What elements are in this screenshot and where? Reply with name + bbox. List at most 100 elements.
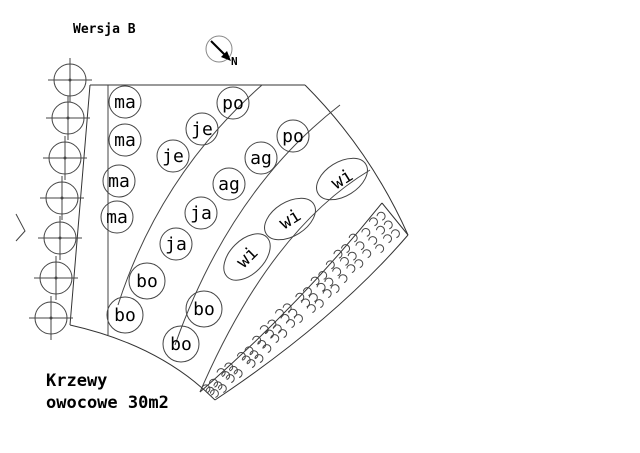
hedge-squiggle: [362, 249, 372, 259]
hedge-squiggle: [225, 374, 235, 383]
plant-label: ma: [108, 171, 130, 192]
hedge-squiggle: [324, 277, 334, 287]
plant-ma-2: ma: [108, 123, 142, 157]
plant-label: ja: [190, 203, 212, 224]
hedge-cluster: [201, 211, 400, 398]
hedge-squiggle: [338, 274, 348, 284]
plan-title: Wersja B: [73, 22, 136, 37]
hedge-squiggle: [236, 351, 246, 361]
hedge-squiggle: [244, 346, 254, 356]
hedge-squiggle: [272, 324, 282, 334]
plant-je-2: je: [156, 139, 190, 173]
hedge-squiggle: [246, 359, 256, 368]
plant-label: wi: [328, 165, 358, 194]
hedge-squiggle: [208, 378, 218, 388]
plant-label: ag: [250, 148, 272, 169]
north-label: N: [231, 55, 238, 68]
tree-symbol: [40, 176, 84, 220]
hedge-squiggle: [333, 249, 343, 259]
hedge-squiggle: [348, 233, 358, 243]
plant-label: ag: [218, 174, 240, 195]
caption-line-1: Krzewy: [46, 371, 108, 391]
hedge-squiggle: [375, 225, 385, 235]
plan-caption: Krzewy owocowe 30m2: [46, 370, 169, 414]
left-edge-marker: [15, 213, 26, 242]
north-arrow: [205, 35, 233, 63]
plant-wi-3: wi: [223, 233, 271, 281]
tree-symbol: [34, 256, 78, 300]
plant-po-2: po: [276, 119, 310, 153]
hedge-squiggle: [213, 381, 223, 391]
hedge-squiggle: [270, 334, 280, 343]
caption-line-2: owocowe 30m2: [46, 393, 169, 413]
hedge-squiggle: [278, 329, 288, 338]
hedge-squiggle: [267, 319, 277, 329]
hedge-squiggle: [254, 354, 264, 363]
hedge-squiggle: [322, 289, 332, 299]
hedge-squiggle: [228, 365, 238, 375]
plant-bo-2: bo: [106, 296, 144, 334]
hedge-squiggle: [275, 308, 284, 318]
plant-ag-1: ag: [244, 141, 278, 175]
plant-label: ja: [165, 234, 187, 255]
plant-label: bo: [114, 305, 136, 326]
hedge-squiggle: [341, 244, 351, 254]
plant-ag-2: ag: [212, 167, 246, 201]
plant-label: ma: [114, 130, 136, 151]
plant-ja-2: ja: [159, 227, 193, 261]
plant-bo-1: bo: [128, 262, 166, 300]
hedge-squiggle: [286, 319, 296, 329]
tree-column: [29, 58, 92, 340]
hedge-squiggle: [205, 386, 215, 396]
plant-label: ma: [114, 92, 136, 113]
tree-symbol: [29, 296, 73, 340]
plant-wi-1: wi: [316, 157, 368, 201]
plant-label: wi: [232, 242, 262, 272]
plant-ma-4: ma: [100, 200, 134, 234]
plant-po-1: po: [216, 86, 250, 120]
hedge-squiggle: [330, 284, 340, 294]
plant-bo-4: bo: [162, 325, 200, 363]
plant-label: bo: [136, 271, 158, 292]
hedge-squiggle: [259, 325, 269, 335]
hedge-squiggle: [361, 227, 371, 237]
hedge-squiggle: [217, 384, 227, 393]
plant-label: bo: [193, 299, 215, 320]
hedge-squiggle: [265, 329, 274, 339]
hedge-squiggle: [368, 236, 378, 245]
plant-label: wi: [276, 205, 306, 234]
hedge-squiggle: [376, 211, 386, 221]
tree-symbol: [43, 136, 87, 180]
hedge-squiggle: [201, 384, 211, 394]
hedge-squiggle: [306, 304, 316, 314]
tree-symbol: [46, 96, 90, 140]
hedge-squiggle: [257, 339, 267, 349]
hedge-squiggle: [383, 220, 393, 230]
plant-label: po: [222, 93, 244, 114]
plant-ma-1: ma: [108, 85, 142, 119]
plant-label: je: [162, 146, 184, 167]
hedge-squiggle: [316, 282, 326, 292]
hedge-squiggle: [355, 241, 365, 251]
plant-label: bo: [170, 334, 192, 355]
hedge-squiggle: [310, 276, 320, 286]
tree-symbol: [48, 58, 92, 102]
hedge-squiggle: [314, 299, 324, 309]
hedge-squiggle: [280, 314, 290, 323]
hedge-squiggle: [325, 260, 335, 270]
hedge-squiggle: [375, 244, 385, 254]
hedge-squiggle: [241, 355, 251, 365]
hedge-squiggle: [209, 389, 219, 398]
hedge-squiggle: [249, 350, 259, 360]
plant-label: po: [282, 126, 304, 147]
plant-je-1: je: [185, 112, 219, 146]
hedge-squiggle: [252, 335, 262, 345]
hedge-squiggle: [332, 267, 342, 277]
hedge-squiggle: [293, 314, 303, 324]
hedge-squiggle: [216, 368, 226, 377]
hedge-squiggle: [339, 256, 349, 266]
hedge-squiggle: [347, 251, 357, 261]
hedge-squiggle: [390, 229, 400, 239]
hedge-squiggle: [383, 234, 392, 244]
